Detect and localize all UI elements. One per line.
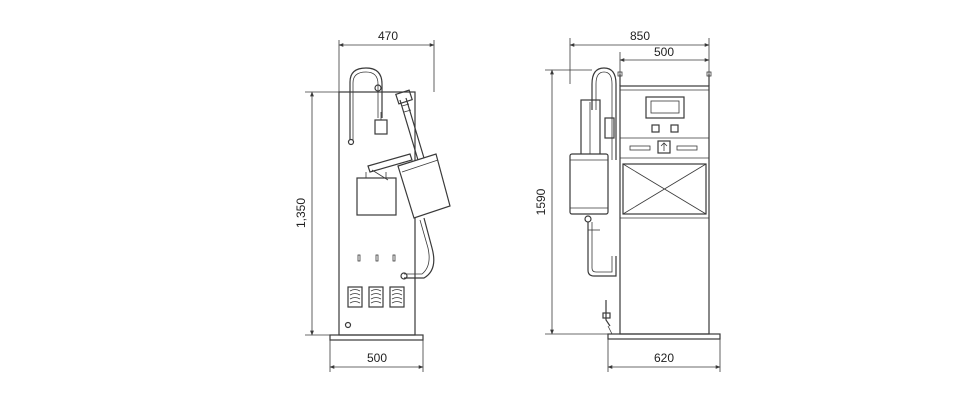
front-button-right [670,124,679,133]
front-button-left [651,124,660,133]
front-column [580,99,601,156]
side-base [329,334,424,341]
front-view: 850 500 1590 620 [534,29,721,372]
front-tank [569,153,609,215]
side-nozzle [374,119,388,135]
dim-side-height: 1,350 [294,198,308,228]
front-base [607,333,721,340]
front-power-plug [605,300,611,327]
dim-front-overall-width: 850 [630,29,650,43]
front-display [645,96,685,119]
side-vent-slots [347,286,405,308]
side-view: 470 1,350 500 [294,29,451,372]
front-dimensions: 850 500 1590 620 [534,29,721,372]
dim-side-top-width: 470 [378,29,398,43]
side-gooseneck [349,67,383,140]
front-switch [657,140,671,154]
dim-front-base-width: 620 [654,351,674,365]
front-gooseneck [591,67,617,160]
side-dimensions: 470 1,350 500 [294,29,435,372]
dim-front-inner-width: 500 [654,45,674,59]
front-cabinet [619,85,710,335]
front-access-panel [622,163,707,215]
side-arm [399,97,425,161]
side-bucket [397,153,451,219]
dim-front-height: 1590 [534,188,548,215]
dim-side-base-width: 500 [367,351,387,365]
side-tank [356,177,397,216]
